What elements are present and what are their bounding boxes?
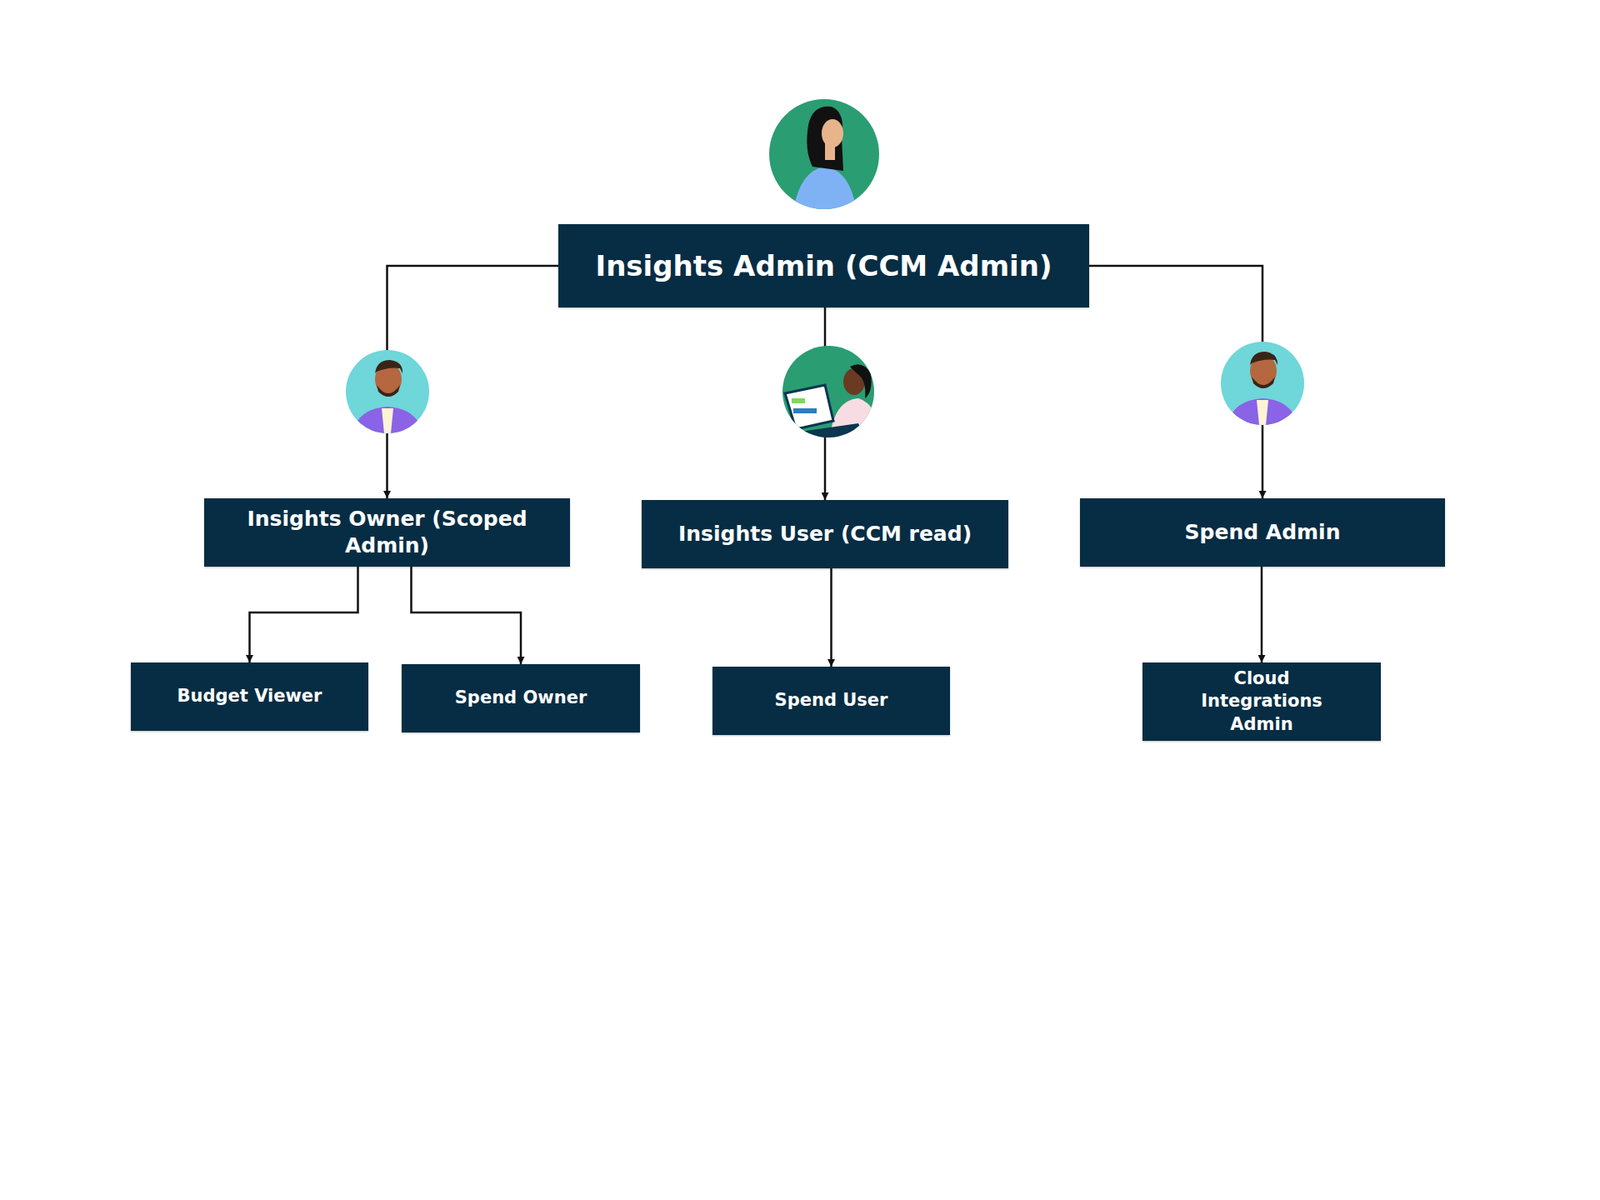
spend-avatar: [1220, 341, 1305, 434]
sub-role-box: Cloud Integrations Admin: [1142, 662, 1381, 741]
role-label: Insights Owner (Scoped Admin): [214, 505, 560, 560]
sub-role-box: Spend Owner: [401, 664, 640, 733]
hierarchy-arrow: [830, 568, 833, 667]
hierarchy-arrow: [411, 566, 522, 665]
hierarchy-arrow: [1260, 566, 1264, 663]
hierarchy-arrow: [1089, 265, 1263, 499]
role-label: Insights User (CCM read): [678, 520, 972, 549]
root-role-box: Insights Admin (CCM Admin): [558, 224, 1090, 308]
user-avatar: [782, 345, 880, 446]
hierarchy-arrow: [387, 265, 560, 499]
role-label: Spend User: [775, 689, 889, 712]
admin-avatar: [769, 99, 880, 225]
role-label: Cloud Integrations Admin: [1184, 667, 1340, 736]
role-label: Insights Admin (CCM Admin): [595, 247, 1053, 285]
role-box: Insights User (CCM read): [641, 500, 1009, 569]
hierarchy-arrow: [250, 566, 359, 663]
role-box: Spend Admin: [1080, 498, 1445, 567]
role-label: Spend Owner: [455, 686, 588, 710]
sub-role-box: Spend User: [712, 666, 950, 735]
owner-avatar: [345, 350, 430, 442]
role-label: Spend Admin: [1185, 519, 1341, 547]
role-label: Budget Viewer: [177, 685, 323, 708]
hierarchy-arrow: [824, 307, 827, 500]
role-box: Insights Owner (Scoped Admin): [204, 498, 570, 567]
sub-role-box: Budget Viewer: [130, 662, 369, 731]
